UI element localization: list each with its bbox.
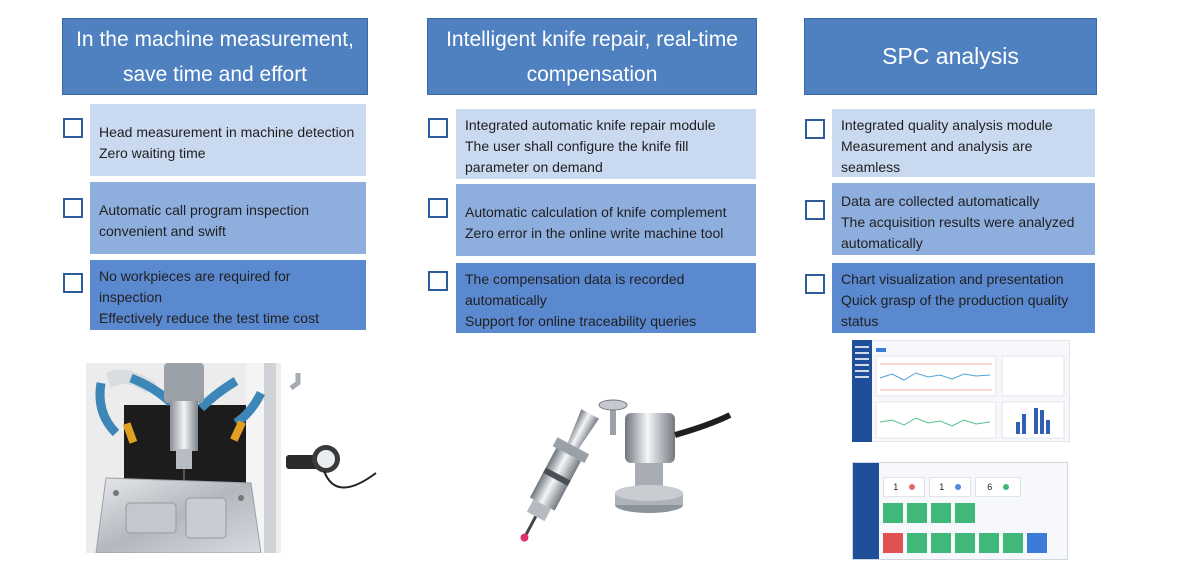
stat-dot-icon (908, 484, 915, 490)
stat-value: 1 (893, 482, 899, 492)
dashboard-tile (883, 533, 903, 553)
header-line: SPC analysis (882, 43, 1019, 69)
dashboard-tile (883, 503, 903, 523)
item-line: Automatic call program inspection (99, 202, 310, 218)
dashboard-tile (979, 533, 999, 553)
spc-dashboard-screenshot: 1 1 6 (852, 462, 1068, 560)
dashboard-tile (955, 503, 975, 523)
dashboard-tile (955, 533, 975, 553)
stat-dot-icon (1002, 484, 1009, 490)
header-line: compensation (526, 62, 658, 86)
checkbox[interactable] (428, 271, 448, 291)
item-line: Integrated quality analysis module (841, 117, 1053, 133)
machine-probe-photo (86, 363, 377, 553)
checkbox[interactable] (63, 273, 83, 293)
dashboard-tile (931, 503, 951, 523)
item-line: The compensation data is recorded (465, 271, 685, 287)
item-line: Quick grasp of the production quality (841, 292, 1069, 308)
item-line: Head measurement in machine detection (99, 124, 355, 140)
item-line: convenient and swift (99, 223, 226, 239)
item-line: inspection (99, 289, 163, 305)
item-line: status (841, 313, 879, 329)
checkbox[interactable] (63, 118, 83, 138)
checkbox[interactable] (805, 200, 825, 220)
checkbox[interactable] (428, 198, 448, 218)
item-line: The user shall configure the knife fill (465, 138, 689, 154)
feature-item: Automatic call program inspection conven… (90, 182, 366, 254)
header-line: Intelligent knife repair, real-time (446, 27, 738, 51)
dashboard-stat-card: 6 (975, 477, 1021, 497)
feature-item: Integrated quality analysis module Measu… (832, 109, 1095, 177)
column-spc-analysis: SPC analysis (804, 18, 1097, 95)
stat-dot-icon (954, 484, 961, 490)
stat-value: 6 (987, 482, 993, 492)
stat-value: 1 (939, 482, 945, 492)
column-header: In the machine measurement, save time an… (62, 18, 368, 95)
feature-item: No workpieces are required for inspectio… (90, 260, 366, 330)
dashboard-tile (1003, 533, 1023, 553)
item-line: Chart visualization and presentation (841, 271, 1064, 287)
column-knife-repair: Intelligent knife repair, real-time comp… (427, 18, 757, 95)
dashboard-tile (1027, 533, 1047, 553)
item-line: Zero error in the online write machine t… (465, 225, 724, 241)
item-line: The acquisition results were analyzed (841, 214, 1075, 230)
item-line: Zero waiting time (99, 145, 206, 161)
dashboard-tile (931, 533, 951, 553)
feature-item: Chart visualization and presentation Qui… (832, 263, 1095, 333)
checkbox[interactable] (805, 119, 825, 139)
feature-item: Integrated automatic knife repair module… (456, 109, 756, 179)
item-line: Data are collected automatically (841, 193, 1040, 209)
dashboard-tile (907, 533, 927, 553)
item-line: Integrated automatic knife repair module (465, 117, 716, 133)
item-line: seamless (841, 159, 901, 175)
checkbox[interactable] (63, 198, 83, 218)
column-header: SPC analysis (804, 18, 1097, 95)
column-machine-measurement: In the machine measurement, save time an… (62, 18, 368, 95)
tool-probe-photo (520, 399, 732, 542)
dashboard-stat-card: 1 (929, 477, 971, 497)
header-line: In the machine measurement, (76, 27, 354, 51)
item-line: automatically (841, 235, 923, 251)
item-line: parameter on demand (465, 159, 603, 175)
checkbox[interactable] (428, 118, 448, 138)
feature-item: Data are collected automatically The acq… (832, 183, 1095, 255)
item-line: Effectively reduce the test time cost (99, 310, 319, 326)
item-line: automatically (465, 292, 547, 308)
checkbox[interactable] (805, 274, 825, 294)
feature-item: Automatic calculation of knife complemen… (456, 184, 756, 256)
item-line: No workpieces are required for (99, 268, 291, 284)
dashboard-stat-card: 1 (883, 477, 925, 497)
item-line: Automatic calculation of knife complemen… (465, 204, 727, 220)
dashboard-tile (907, 503, 927, 523)
item-line: Support for online traceability queries (465, 313, 697, 329)
feature-item: Head measurement in machine detection Ze… (90, 104, 366, 176)
header-line: save time and effort (122, 62, 308, 86)
spc-chart-screenshot (852, 340, 1070, 442)
column-header: Intelligent knife repair, real-time comp… (427, 18, 757, 95)
feature-item: The compensation data is recorded automa… (456, 263, 756, 333)
dashboard-sidebar (853, 463, 879, 559)
item-line: Measurement and analysis are (841, 138, 1033, 154)
